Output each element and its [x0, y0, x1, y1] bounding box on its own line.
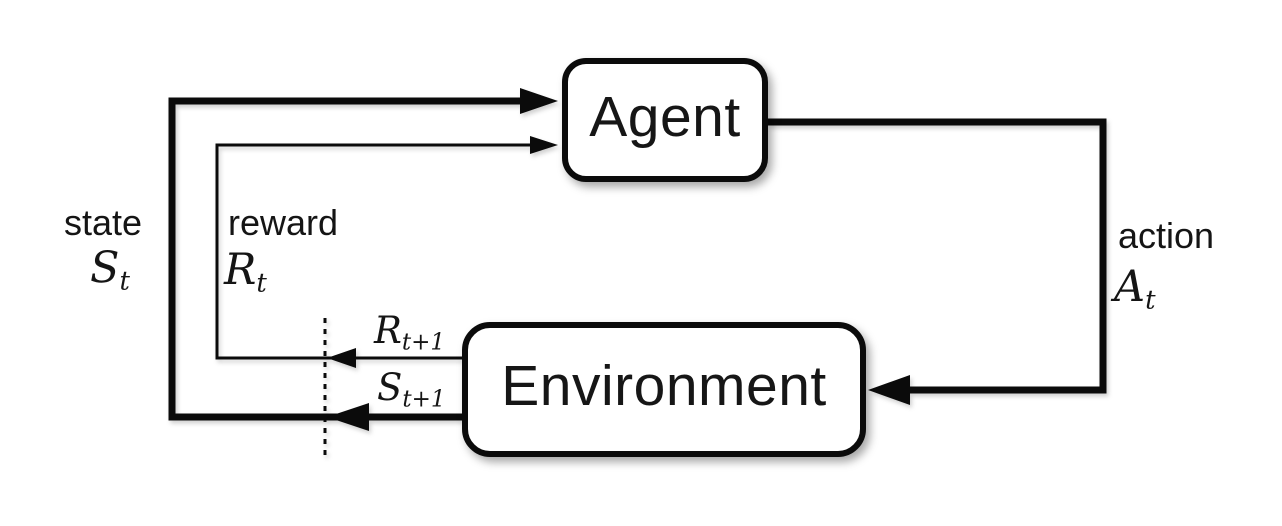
next-state-symbol-subscript: t+1: [402, 386, 446, 413]
next-reward-arrowhead: [327, 348, 356, 368]
reward-symbol-var: R: [224, 245, 257, 295]
state-label: state: [64, 202, 143, 243]
reward-into-agent-arrowhead: [530, 136, 558, 154]
state-symbol: St: [90, 247, 130, 297]
environment-node: Environment: [462, 322, 866, 457]
state-into-agent-arrowhead: [520, 88, 558, 114]
reward-symbol: Rt: [224, 249, 267, 299]
next-reward-symbol-var: R: [374, 309, 402, 352]
reward-symbol-subscript: t: [256, 268, 267, 299]
action-into-environment-arrowhead: [868, 375, 910, 405]
state-wire: [168, 97, 546, 421]
state-symbol-subscript: t: [119, 266, 130, 297]
state-symbol-var: S: [90, 243, 120, 293]
next-reward-symbol: Rt+1: [374, 312, 445, 354]
action-wire: [768, 118, 1107, 394]
reward-label: reward: [228, 202, 339, 243]
action-symbol-subscript: t: [1145, 285, 1156, 316]
next-state-symbol: St+1: [377, 369, 446, 411]
agent-node: Agent: [562, 58, 768, 182]
action-symbol-var: A: [1114, 262, 1146, 312]
next-state-symbol-var: S: [377, 366, 403, 409]
agent-node-label: Agent: [589, 84, 741, 149]
next-state-arrowhead: [327, 403, 369, 431]
action-label: action: [1118, 215, 1215, 256]
environment-node-label: Environment: [501, 354, 827, 418]
next-reward-symbol-subscript: t+1: [401, 329, 446, 356]
action-symbol: At: [1114, 266, 1156, 316]
